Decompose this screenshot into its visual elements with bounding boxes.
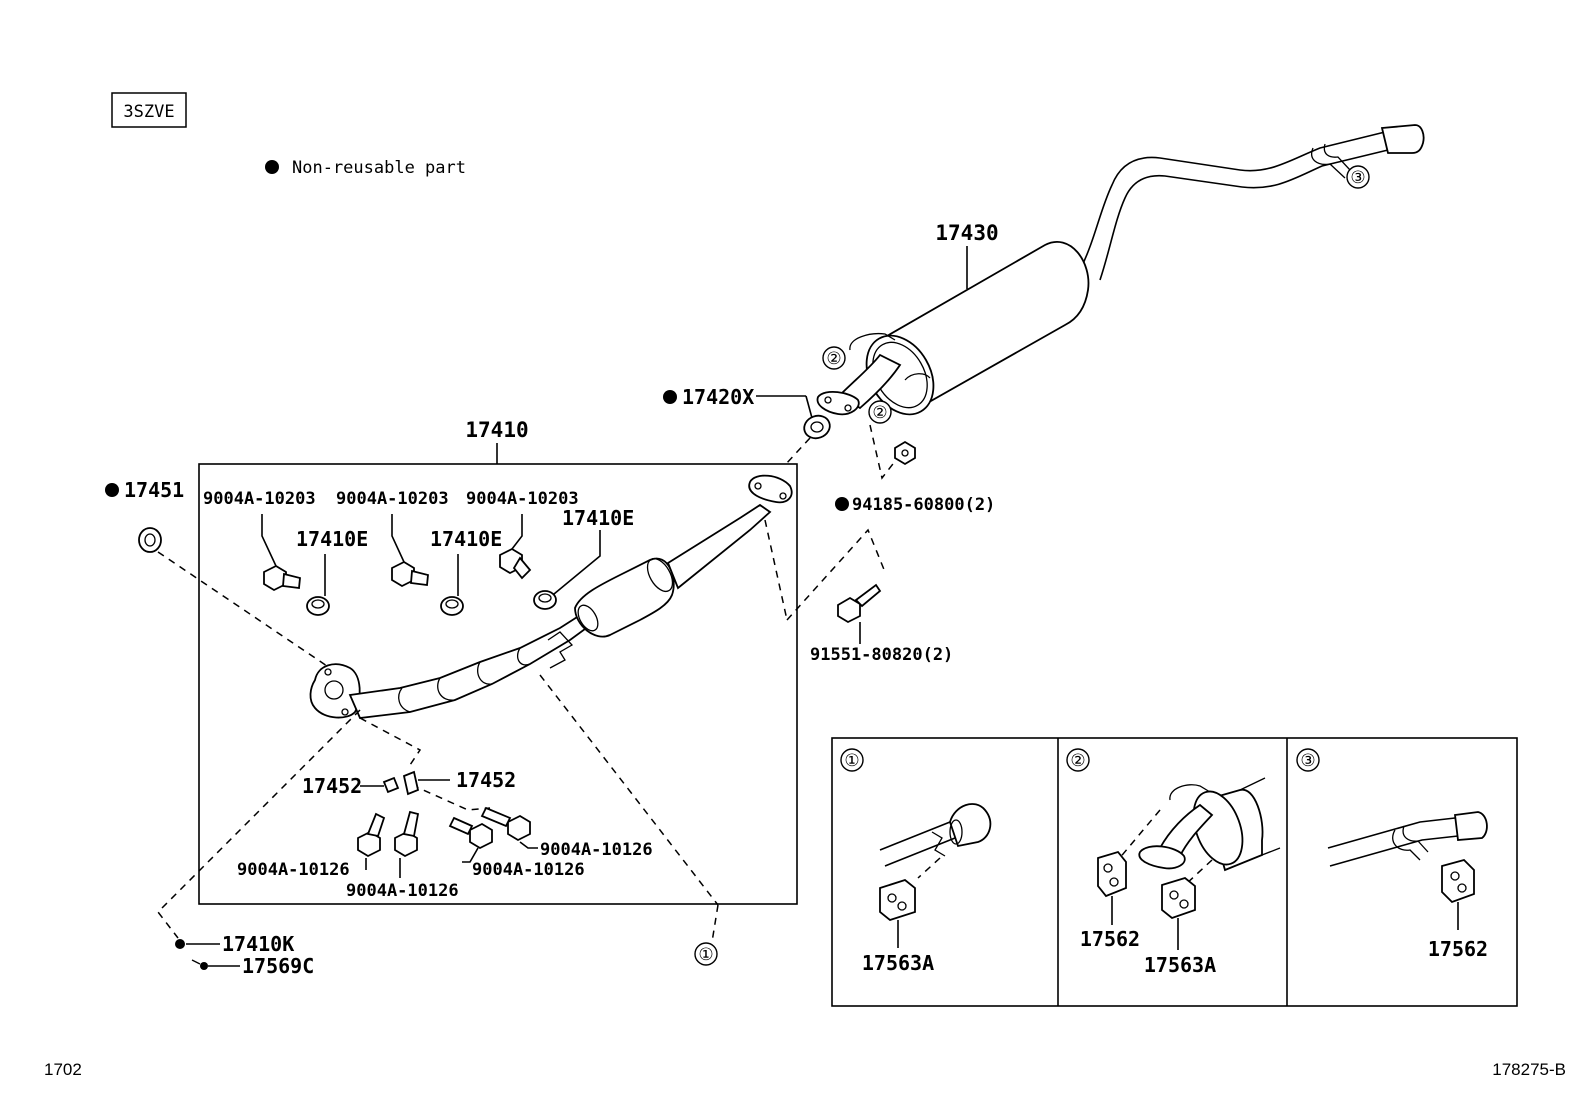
callout-3-tail: ③ <box>1346 165 1370 189</box>
front-pipe-drawing <box>309 474 793 719</box>
label-17451: 17451 <box>124 478 184 502</box>
gasket-17451-drawing <box>138 527 162 553</box>
label-bolt-lower-4: 9004A-10126 <box>540 840 653 860</box>
label-bolt-lower-3: 9004A-10126 <box>472 860 585 880</box>
svg-text:②: ② <box>872 403 887 423</box>
gasket-17420x-drawing <box>803 414 831 440</box>
bracket-right-drawing <box>402 770 420 796</box>
callout-2-upper: ② <box>822 346 846 370</box>
bolt-upper-2-drawing <box>391 560 429 588</box>
panel-2-part-2: 17563A <box>1144 953 1216 977</box>
bolt-lower-4-drawing <box>480 806 531 842</box>
label-17410k: 17410K <box>222 932 294 956</box>
legend: Non-reusable part <box>265 158 466 178</box>
callout-1-front: ① <box>694 942 718 966</box>
engine-code-box: 3SZVE <box>111 92 187 128</box>
spring-drawing <box>175 939 185 949</box>
bolt-spring-drawing <box>191 959 208 970</box>
label-bracket-left: 17452 <box>302 774 362 798</box>
detail-panels <box>831 737 1518 1007</box>
bolt-upper-3-drawing <box>499 547 532 580</box>
panel-3-marker: ③ <box>1300 751 1315 771</box>
front-pipe-assembly-box <box>198 463 798 905</box>
svg-text:①: ① <box>698 945 713 965</box>
label-clamp-1: 17410E <box>296 527 368 551</box>
nut-drawing <box>894 440 916 466</box>
label-17410: 17410 <box>465 418 528 442</box>
bolt-lower-3-drawing <box>448 816 493 850</box>
panel-3-part-1: 17562 <box>1428 937 1488 961</box>
illustration-number: 178275-B <box>1492 1060 1566 1079</box>
page-number: 1702 <box>44 1060 82 1079</box>
callout-2-lower: ② <box>868 400 892 424</box>
panel-1-marker: ① <box>844 751 859 771</box>
tailpipe-muffler-drawing <box>816 124 1425 416</box>
detail-panel-1: ① 17563A <box>840 748 992 975</box>
label-bolt-lower-2: 9004A-10126 <box>346 881 459 901</box>
non-reusable-dot-icon <box>663 390 677 404</box>
non-reusable-dot-icon <box>105 483 119 497</box>
label-bolt-upper-2: 9004A-10203 <box>336 489 449 509</box>
svg-text:②: ② <box>826 349 841 369</box>
label-17420x: 17420X <box>682 385 754 409</box>
bolt-lower-1-drawing <box>357 812 386 858</box>
panel-1-part-1: 17563A <box>862 951 934 975</box>
panel-2-marker: ② <box>1070 751 1085 771</box>
bolt-lower-2-drawing <box>394 810 420 858</box>
label-clamp-3: 17410E <box>562 506 634 530</box>
detail-panel-2: ② 17562 17563A <box>1066 748 1281 977</box>
engine-code: 3SZVE <box>123 102 174 122</box>
label-bracket-right: 17452 <box>456 768 516 792</box>
clamp-3-drawing <box>533 590 557 610</box>
clamp-2-drawing <box>440 596 464 616</box>
bolt-upper-1-drawing <box>263 564 301 592</box>
label-bolt-upper-3: 9004A-10203 <box>466 489 579 509</box>
detail-panel-3: ③ 17562 <box>1296 748 1488 961</box>
bolt-91551-drawing <box>837 583 882 624</box>
svg-text:③: ③ <box>1350 168 1365 188</box>
label-17569c: 17569C <box>242 954 314 978</box>
legend-text: Non-reusable part <box>292 158 466 178</box>
label-clamp-2: 17410E <box>430 527 502 551</box>
label-bolt-lower-1: 9004A-10126 <box>237 860 350 880</box>
label-17430: 17430 <box>935 221 998 245</box>
bracket-left-drawing <box>382 776 400 794</box>
label-94185-60800: 94185-60800(2) <box>852 495 995 515</box>
label-91551-80820: 91551-80820(2) <box>810 645 953 665</box>
panel-2-part-1: 17562 <box>1080 927 1140 951</box>
non-reusable-dot-icon <box>265 160 279 174</box>
non-reusable-dot-icon <box>835 497 849 511</box>
clamp-1-drawing <box>306 596 330 616</box>
label-bolt-upper-1: 9004A-10203 <box>203 489 316 509</box>
